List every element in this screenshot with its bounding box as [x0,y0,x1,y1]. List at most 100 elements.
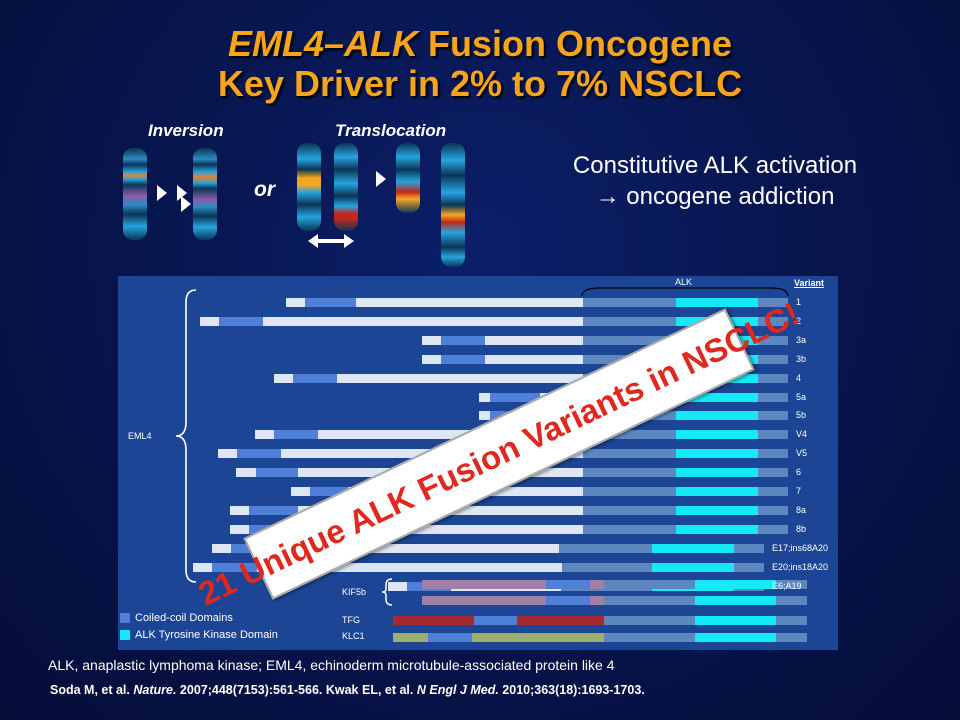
chromosome-icon [334,143,358,231]
constitutive-line-1: Constitutive ALK activation [572,152,858,179]
variant-bar-segment [676,487,758,496]
title-gene-name: EML4–ALK [227,23,418,64]
variant-bar-segment [230,524,249,534]
partner-bar-segment [604,616,695,625]
ref-part-b: 2007;448(7153):561-566. Kwak EL, et al. [176,683,417,697]
variant-bar-segment [276,543,559,553]
partner-bar-segment [422,596,546,605]
partner-bar-segment [517,616,604,625]
partner-bar-segment [590,580,604,589]
variant-label: V4 [796,429,808,440]
variant-bar-segment [291,487,310,496]
variant-bar-segment [758,449,788,459]
tfg-label: TFG [342,615,360,625]
variant-bar-segment [583,335,676,345]
alk-label: ALK [675,277,693,287]
partner-bar-segment [546,596,590,605]
kif5b-label: KIF5b [342,587,367,597]
partner-bar-segment [474,616,517,625]
variant-bar-segment [479,411,490,421]
variant-bar-segment [734,562,764,572]
kif5b-brace [381,578,393,606]
variant-bar-segment [676,411,758,421]
variant-bar-segment [298,524,583,534]
variant-bar-segment [236,468,256,478]
variant-label: V5 [796,448,808,459]
legend-kinase-label: ALK Tyrosine Kinase Domain [135,629,278,641]
partner-bar-segment [604,596,695,605]
variant-label: 5b [796,410,807,421]
variant-bar-segment [758,524,788,534]
references: Soda M, et al. Nature. 2007;448(7153):56… [50,683,645,697]
variant-bar-segment [485,354,583,364]
variant-bar-segment [758,373,788,383]
arrow-right-icon [181,196,191,212]
variant-bar-segment [676,298,758,307]
partner-bar-segment [428,633,472,642]
chromosome-icon [396,143,420,213]
variant-bar-segment [230,505,249,515]
partner-bar-segment [776,596,807,605]
variant-bar-segment [583,430,676,440]
partner-bar-segment [393,633,428,642]
variant-bar-segment [479,392,490,402]
variant-bar-segment [485,335,583,345]
variant-bar-segment [200,316,219,326]
variant-bar-segment [676,449,758,459]
variant-bar-segment [219,316,263,326]
legend-coiled-label: Coiled-coil Domains [135,612,233,624]
variant-bar-segment [441,354,485,364]
partner-bar-segment [776,616,807,625]
variant-bar-segment [583,524,676,534]
arrow-right-icon [376,171,386,187]
variant-bar-segment [676,524,758,534]
translocation-label: Translocation [335,121,447,140]
variant-bar-segment [583,487,676,496]
constitutive-line-2: → oncogene addiction [595,183,835,210]
partner-bar-segment [776,580,807,589]
variant-bar-segment [337,373,583,383]
eml4-label: EML4 [128,431,152,441]
eml4-brace [175,289,197,583]
variant-label: 2 [796,315,802,326]
slide-title: EML4–ALK Fusion Oncogene Key Driver in 2… [0,24,960,104]
legend-kinase-swatch [120,630,130,640]
partner-bar-segment [546,580,590,589]
arrow-right-icon [157,185,167,201]
variant-bar-segment [249,505,298,515]
variant-label: E6;A19 [772,580,802,591]
partner-bar-segment [393,616,474,625]
constitutive-activation-text: Constitutive ALK activation → oncogene a… [505,150,925,212]
partner-bar-segment [590,596,604,605]
variant-bar-segment [758,487,788,496]
variant-bar-segment [490,392,540,402]
variant-bar-segment [388,581,407,591]
swap-arrows-icon [308,234,354,248]
partner-bar-segment [695,633,776,642]
variant-bar-segment [758,392,788,402]
variant-bar-segment [559,543,652,553]
variant-header: Variant [794,278,825,288]
inversion-label: Inversion [148,121,224,140]
variant-bar-segment [212,562,257,572]
variant-label: 7 [796,486,802,496]
title-line-1: EML4–ALK Fusion Oncogene [0,24,960,64]
chromosome-icon [297,143,321,231]
variant-bar-segment [257,562,562,572]
variant-bar-segment [583,298,676,307]
variant-bar-segment [758,505,788,515]
variant-label: 8b [796,523,807,534]
variant-bar-segment [583,468,676,478]
variant-bar-segment [218,449,237,459]
variant-label: E17;ins68A20 [772,542,829,553]
partner-bar-segment [695,616,776,625]
variant-bar-segment [441,335,485,345]
partner-bar-segment [695,580,776,589]
variant-label: 6 [796,467,802,478]
variant-bar-segment [305,298,356,307]
partner-bar-segment [422,580,546,589]
variant-bar-segment [318,430,583,440]
chromosome-icon [123,148,147,240]
alk-bracket [581,287,789,297]
variant-label: 5a [796,391,807,402]
